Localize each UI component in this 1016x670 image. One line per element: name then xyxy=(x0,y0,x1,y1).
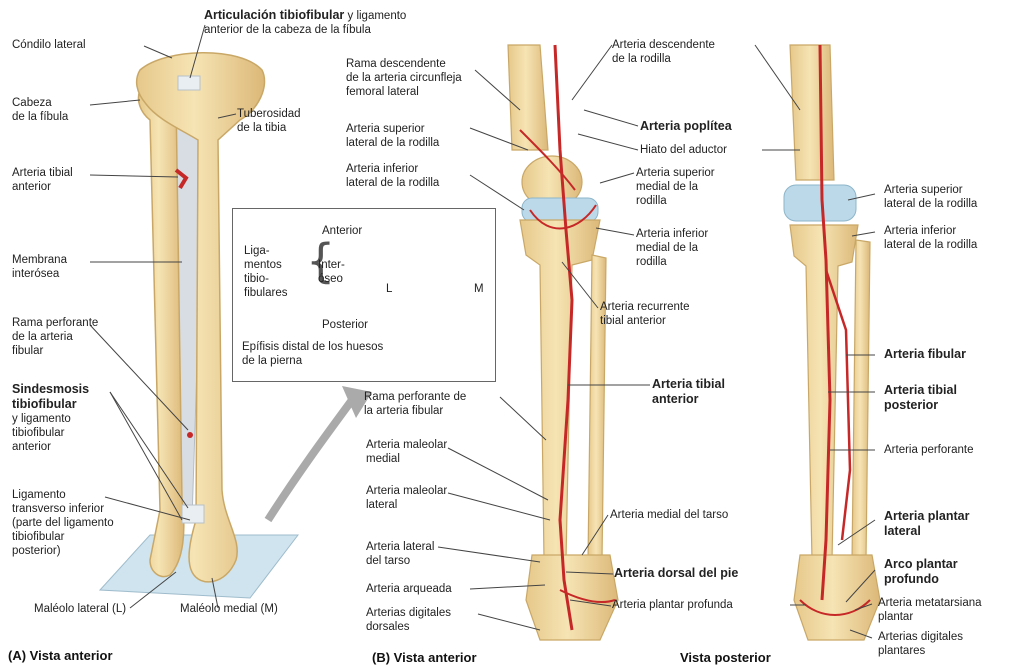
label-ligamento-transverso: Ligamento transverso inferior (parte del… xyxy=(12,488,114,558)
panel-c-illustration xyxy=(784,45,880,640)
label-maleolar-medial: Arteria maleolar medial xyxy=(366,438,447,466)
label-arteria-perforante: Arteria perforante xyxy=(884,443,974,457)
label-sindesmosis: Sindesmosis tibiofibular xyxy=(12,382,89,412)
label-tuberosidad-tibia: Tuberosidad de la tibia xyxy=(237,107,301,135)
label-arco-plantar: Arco plantar profundo xyxy=(884,557,958,587)
label-cabeza-fibula: Cabeza de la fíbula xyxy=(12,96,68,124)
label-plantar-profunda: Arteria plantar profunda xyxy=(612,598,733,612)
label-inf-med-rodilla: Arteria inferior medial de la rodilla xyxy=(636,227,708,269)
tibiofibular-ligament xyxy=(178,76,200,90)
label-inset-posterior: Posterior xyxy=(322,318,368,332)
caption-a: (A) Vista anterior xyxy=(8,648,113,663)
label-membrana-interosea: Membrana interósea xyxy=(12,253,67,281)
label-descendente-rodilla: Arteria descendente de la rodilla xyxy=(612,38,715,66)
label-sup-lat-rodilla-b: Arteria superior lateral de la rodilla xyxy=(346,122,439,150)
label-arqueada: Arteria arqueada xyxy=(366,582,452,596)
label-articulacion-line2: anterior de la cabeza de la fíbula xyxy=(204,24,371,36)
label-rama-perforante-b: Rama perforante de la arteria fibular xyxy=(364,390,466,418)
label-sup-lat-rodilla-c: Arteria superior lateral de la rodilla xyxy=(884,183,977,211)
knee-cartilage-c xyxy=(784,185,856,221)
label-maleolo-medial: Maléolo medial (M) xyxy=(180,602,278,616)
label-inf-lat-rodilla-b: Arteria inferior lateral de la rodilla xyxy=(346,162,439,190)
label-hiato-aductor: Hiato del aductor xyxy=(640,143,727,157)
label-recurrente-tibial: Arteria recurrente tibial anterior xyxy=(600,300,689,328)
label-inset-m: M xyxy=(474,282,484,296)
label-condilo-lateral: Cóndilo lateral xyxy=(12,38,86,52)
label-sindesmosis-rest: y ligamento tibiofibular anterior xyxy=(12,412,71,454)
fibula-bone xyxy=(138,84,183,577)
label-digitales-dorsales: Arterias digitales dorsales xyxy=(366,606,451,634)
arrow-shaft xyxy=(268,400,352,520)
label-epifisis-distal: Epífisis distal de los huesos de la pier… xyxy=(242,340,383,368)
foot-c xyxy=(794,555,880,640)
caption-c: Vista posterior xyxy=(680,650,771,665)
perforating-branch-dot xyxy=(187,432,193,438)
label-rama-descendente: Rama descendente de la arteria circunfle… xyxy=(346,57,462,99)
label-rama-perforante-a: Rama perforante de la arteria fibular xyxy=(12,316,98,358)
label-metatarsiana-plantar: Arteria metatarsiana plantar xyxy=(878,596,982,624)
label-ligamentos-tibiofibulares: Liga- mentos tibio- fibulares xyxy=(244,244,287,300)
syndesmosis-ligament xyxy=(182,505,204,523)
label-lateral-tarso: Arteria lateral del tarso xyxy=(366,540,434,568)
label-arteria-tibial-anterior-a: Arteria tibial anterior xyxy=(12,166,73,194)
label-dorsal-pie: Arteria dorsal del pie xyxy=(614,566,738,581)
label-inset-l: L xyxy=(386,282,392,296)
label-inset-interoseo: Inter- óseo xyxy=(318,258,345,286)
label-arteria-tibial-anterior-b: Arteria tibial anterior xyxy=(652,377,725,407)
label-articulacion-rest: y ligamento xyxy=(348,10,407,22)
label-inset-anterior: Anterior xyxy=(322,224,362,238)
label-articulacion-bold: Articulación tibiofibular xyxy=(204,8,344,22)
knee-cartilage-b xyxy=(522,198,598,222)
caption-b: (B) Vista anterior xyxy=(372,650,477,665)
label-arteria-poplitea: Arteria poplítea xyxy=(640,119,732,134)
label-tibial-posterior: Arteria tibial posterior xyxy=(884,383,957,413)
panel-b-illustration xyxy=(508,45,618,640)
fibula-c xyxy=(852,240,870,560)
femur-b xyxy=(508,45,548,150)
label-inf-lat-rodilla-c: Arteria inferior lateral de la rodilla xyxy=(884,224,977,252)
label-sup-med-rodilla: Arteria superior medial de la rodilla xyxy=(636,166,715,208)
femur-c xyxy=(790,45,834,180)
label-maleolar-lateral: Arteria maleolar lateral xyxy=(366,484,447,512)
label-medial-tarso: Arteria medial del tarso xyxy=(610,508,728,522)
label-arteria-fibular: Arteria fibular xyxy=(884,347,966,362)
label-digitales-plantares: Arterias digitales plantares xyxy=(878,630,963,658)
label-plantar-lateral: Arteria plantar lateral xyxy=(884,509,969,539)
label-articulacion-tibiofibular: Articulación tibiofibular y ligamento ant… xyxy=(204,8,406,37)
label-maleolo-lateral: Maléolo lateral (L) xyxy=(34,602,126,616)
